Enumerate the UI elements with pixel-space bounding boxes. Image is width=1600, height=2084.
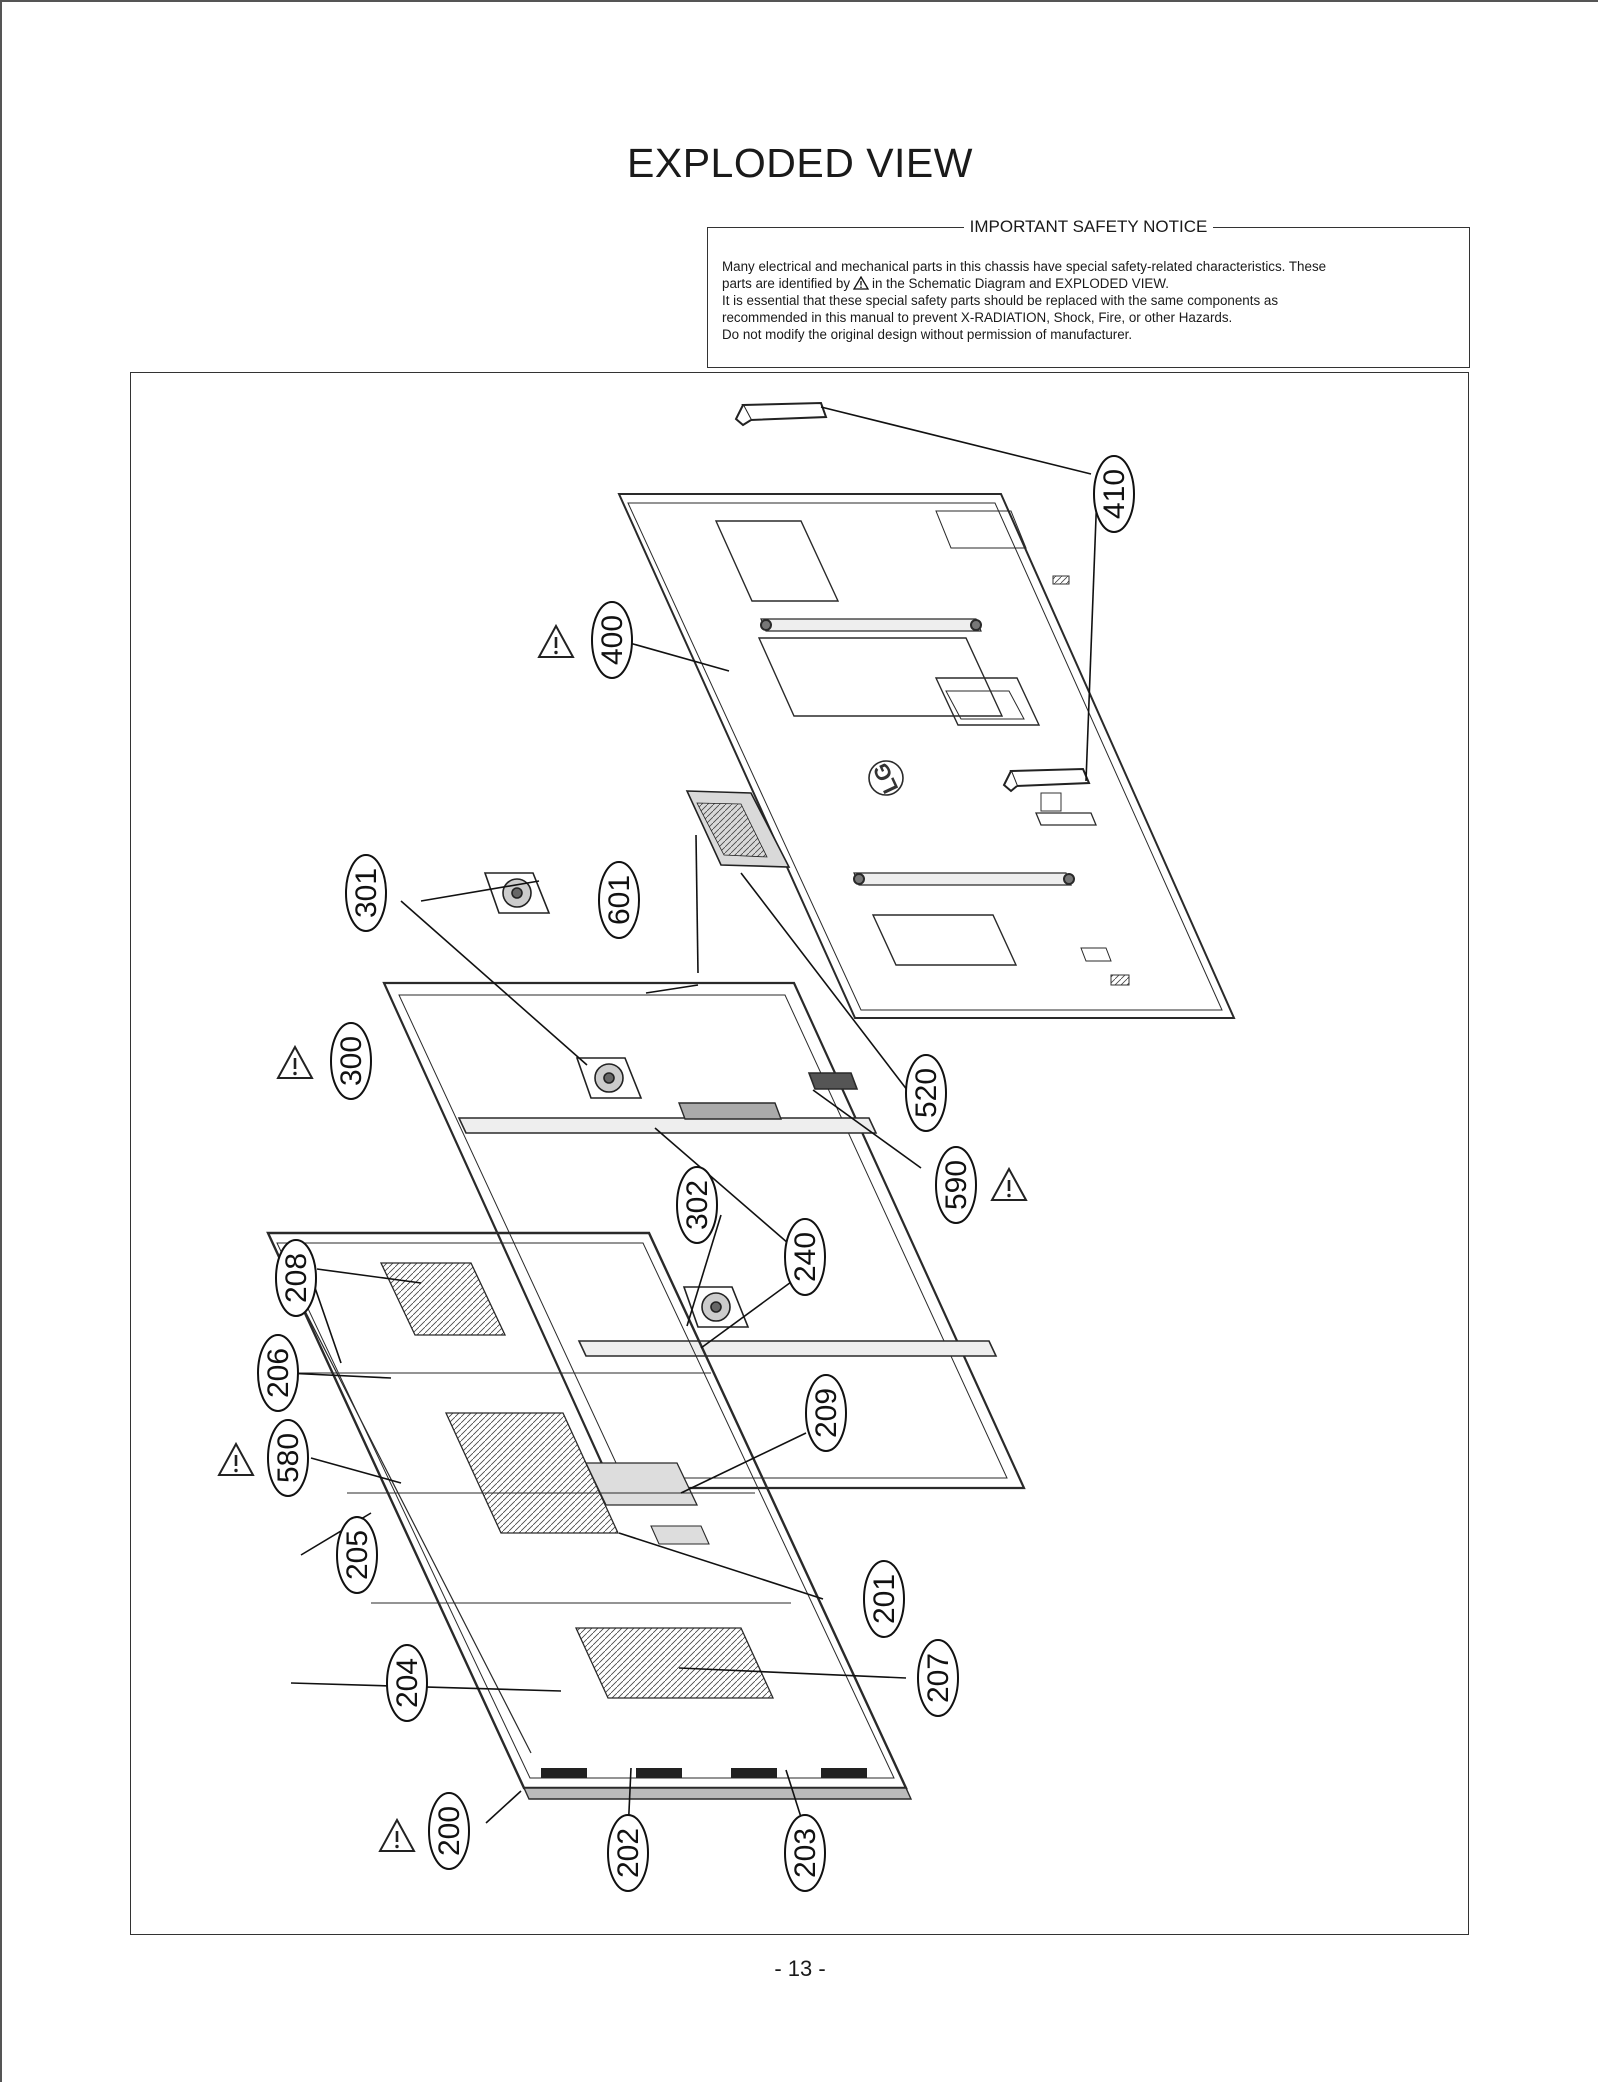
- safety-notice-line: Do not modify the original design withou…: [722, 327, 1133, 342]
- part-label-200: 200: [428, 1792, 470, 1870]
- svg-text:202: 202: [612, 1828, 645, 1878]
- safety-notice-heading: IMPORTANT SAFETY NOTICE: [963, 217, 1214, 236]
- svg-text:301: 301: [350, 868, 383, 918]
- svg-text:580: 580: [272, 1433, 305, 1483]
- leader-lines: [284, 406, 1098, 1834]
- svg-text:203: 203: [789, 1828, 822, 1878]
- part-label-302: 302: [676, 1166, 718, 1244]
- warning-triangle-icon: [217, 1442, 255, 1477]
- svg-text:209: 209: [810, 1388, 843, 1438]
- part-label-203: 203: [784, 1814, 826, 1892]
- safety-notice-box: IMPORTANT SAFETY NOTICE Many electrical …: [707, 217, 1470, 368]
- svg-text:206: 206: [262, 1348, 295, 1398]
- fan-302: [682, 1286, 750, 1328]
- part-label-201: 201: [863, 1560, 905, 1638]
- exploded-view-diagram: LG: [130, 372, 1469, 1935]
- part-label-202: 202: [607, 1814, 649, 1892]
- safety-notice-body: Many electrical and mechanical parts in …: [722, 258, 1455, 343]
- stand-bracket-410: [734, 401, 1091, 793]
- svg-text:400: 400: [596, 615, 629, 665]
- part-label-300: 300: [330, 1022, 372, 1100]
- part-label-601: 601: [598, 861, 640, 939]
- part-label-520: 520: [905, 1054, 947, 1132]
- safety-notice-line: recommended in this manual to prevent X-…: [722, 310, 1233, 325]
- warning-triangle-icon: [853, 276, 870, 290]
- svg-text:590: 590: [940, 1160, 973, 1210]
- svg-text:204: 204: [391, 1658, 424, 1708]
- main-board-520: [685, 790, 791, 868]
- warning-triangle-icon: [537, 624, 575, 659]
- svg-text:520: 520: [910, 1068, 943, 1118]
- svg-text:302: 302: [681, 1180, 714, 1230]
- page-number: - 13 -: [774, 1956, 826, 1981]
- svg-text:208: 208: [280, 1253, 313, 1303]
- part-label-208: 208: [275, 1239, 317, 1317]
- page-title: EXPLODED VIEW: [627, 140, 973, 186]
- svg-text:207: 207: [922, 1653, 955, 1703]
- part-label-410: 410: [1093, 455, 1135, 533]
- part-label-209: 209: [805, 1374, 847, 1452]
- svg-text:300: 300: [335, 1036, 368, 1086]
- warning-triangle-icon: [378, 1818, 416, 1853]
- svg-text:601: 601: [603, 875, 636, 925]
- rear-cover-400: LG: [617, 493, 1236, 1019]
- safety-notice-line: It is essential that these special safet…: [722, 293, 1279, 308]
- part-label-240: 240: [784, 1218, 826, 1296]
- part-label-590: 590: [935, 1146, 977, 1224]
- safety-notice-line: Many electrical and mechanical parts in …: [722, 259, 1327, 274]
- part-label-400: 400: [591, 601, 633, 679]
- back-frame-300: [382, 981, 1026, 1490]
- svg-text:200: 200: [433, 1806, 466, 1856]
- svg-text:201: 201: [868, 1574, 901, 1624]
- part-labels: 410 400 301 601 300 520: [217, 455, 1135, 1892]
- fan-301-lower: [575, 1057, 643, 1099]
- svg-text:240: 240: [789, 1232, 822, 1282]
- svg-text:205: 205: [341, 1530, 374, 1580]
- svg-text:410: 410: [1098, 469, 1131, 519]
- part-label-207: 207: [917, 1639, 959, 1717]
- fan-301-upper: [483, 872, 551, 914]
- part-label-204: 204: [386, 1644, 428, 1722]
- warning-triangle-icon: [276, 1045, 314, 1080]
- part-label-205: 205: [336, 1516, 378, 1594]
- front-chassis-200: [266, 1231, 913, 1800]
- part-label-206: 206: [257, 1334, 299, 1412]
- part-label-301: 301: [345, 854, 387, 932]
- part-label-580: 580: [267, 1419, 309, 1497]
- warning-triangle-icon: [990, 1167, 1028, 1202]
- exploded-view-drawing: LG: [217, 401, 1236, 1892]
